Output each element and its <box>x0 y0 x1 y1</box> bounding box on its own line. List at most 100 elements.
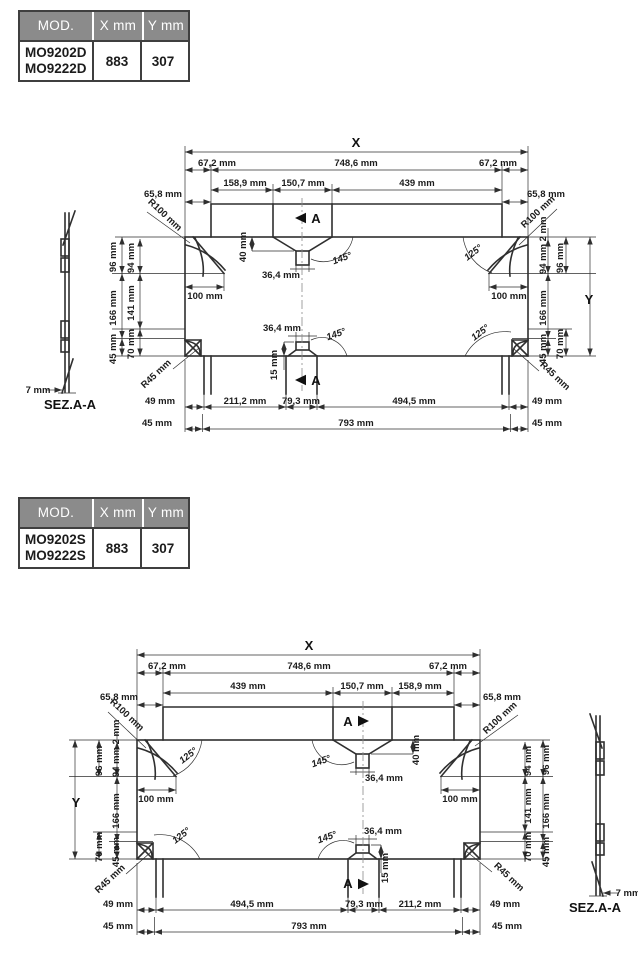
dim-49-left: 49 mm <box>103 899 133 910</box>
dim-96-right: 96 mm <box>541 745 552 775</box>
model-name-1: MO9202S <box>25 532 86 547</box>
dim-793-center: 79,3 mm <box>345 899 383 910</box>
dim-x-total: X <box>305 638 314 653</box>
dim-2: 2 mm <box>538 217 549 242</box>
spec-table-header: MOD. X mm Y mm <box>20 499 188 527</box>
spec-table-d-models: MOD. X mm Y mm MO9202D MO9222D 883 307 <box>18 10 190 82</box>
dim-793-total: 793 mm <box>291 921 326 932</box>
dim-49-left: 49 mm <box>145 396 175 407</box>
dim-7-thickness: 7 mm <box>616 888 638 899</box>
y-value: 307 <box>140 529 184 567</box>
angle-125-lower: 125° <box>469 323 491 344</box>
section-marker-a-lower: A <box>311 373 321 388</box>
x-value: 883 <box>92 42 140 80</box>
dim-439: 439 mm <box>230 681 265 692</box>
model-names: MO9202D MO9222D <box>20 42 92 80</box>
dim-2: 2 mm <box>111 720 122 745</box>
section-label: SEZ.A-A <box>44 397 97 412</box>
dim-166-right: 166 mm <box>538 290 549 325</box>
col-header-x: X mm <box>94 499 142 527</box>
dim-x-total: X <box>352 135 361 150</box>
dim-658-left: 65,8 mm <box>144 189 182 200</box>
col-header-x: X mm <box>94 12 142 40</box>
angle-125-upper: 125° <box>177 746 199 767</box>
dim-1507: 150,7 mm <box>281 178 324 189</box>
dim-364-upper: 36,4 mm <box>262 270 300 281</box>
dim-40: 40 mm <box>411 735 422 765</box>
dim-y-total: Y <box>585 292 594 307</box>
dim-49-right: 49 mm <box>490 899 520 910</box>
dim-100-left: 100 mm <box>138 794 173 805</box>
col-header-mod: MOD. <box>20 12 92 40</box>
dim-364-upper: 36,4 mm <box>365 773 403 784</box>
dim-45-left: 45 mm <box>108 334 119 364</box>
section-arrow-lower-icon <box>295 374 306 386</box>
section-arrow-upper-icon <box>295 212 306 224</box>
dim-45-bottom-right: 45 mm <box>492 921 522 932</box>
model-names: MO9202S MO9222S <box>20 529 92 567</box>
dim-7486: 748,6 mm <box>287 661 330 672</box>
spec-table-header: MOD. X mm Y mm <box>20 12 188 40</box>
section-marker-a-upper: A <box>311 211 321 226</box>
plan-drawing-linework <box>46 146 596 432</box>
dim-94-left: 94 mm <box>111 747 122 777</box>
angle-145-upper: 145° <box>310 753 332 770</box>
radius-r45-left: R45 mm <box>139 358 174 391</box>
dim-70-right: 70 mm <box>555 329 566 359</box>
dim-658-right: 65,8 mm <box>483 692 521 703</box>
dim-100-left: 100 mm <box>187 291 222 302</box>
section-arrow-lower-icon <box>358 878 369 890</box>
dim-439: 439 mm <box>399 178 434 189</box>
labels-bottom-drawing: X 67,2 mm 748,6 mm 67,2 mm 439 mm 150,7 … <box>72 638 638 932</box>
dim-45-right: 45 mm <box>541 837 552 867</box>
angle-125-lower: 125° <box>170 826 192 847</box>
dim-15: 15 mm <box>380 853 391 883</box>
dim-94-left: 94 mm <box>126 243 137 273</box>
dim-1589: 158,9 mm <box>223 178 266 189</box>
dim-94-right: 94 mm <box>523 746 534 776</box>
dim-672-right: 67,2 mm <box>479 158 517 169</box>
dim-70-left: 70 mm <box>126 329 137 359</box>
section-marker-a-upper: A <box>343 714 353 729</box>
dim-7486: 748,6 mm <box>334 158 377 169</box>
dim-96-left: 96 mm <box>94 746 105 776</box>
section-marker-a-lower: A <box>343 876 353 891</box>
dim-166-left: 166 mm <box>108 290 119 325</box>
dim-166-right: 166 mm <box>541 793 552 828</box>
dim-672-left: 67,2 mm <box>198 158 236 169</box>
dim-40: 40 mm <box>238 232 249 262</box>
dim-45-right: 45 mm <box>538 334 549 364</box>
dim-y-total: Y <box>72 795 81 810</box>
radius-r45-right: R45 mm <box>491 861 526 894</box>
dim-4945: 494,5 mm <box>392 396 435 407</box>
dim-15: 15 mm <box>269 350 280 380</box>
spec-table-row: MO9202S MO9222S 883 307 <box>20 527 188 567</box>
dim-70-right: 70 mm <box>523 832 534 862</box>
dim-1507: 150,7 mm <box>340 681 383 692</box>
dim-672-left: 67,2 mm <box>148 661 186 672</box>
dim-141-left: 141 mm <box>126 285 137 320</box>
dim-49-right: 49 mm <box>532 396 562 407</box>
dim-2112: 211,2 mm <box>399 899 442 910</box>
dim-100-right: 100 mm <box>491 291 526 302</box>
dim-658-left: 65,8 mm <box>100 692 138 703</box>
dim-658-right: 65,8 mm <box>527 189 565 200</box>
dim-45-bottom-right: 45 mm <box>532 418 562 429</box>
x-value: 883 <box>92 529 140 567</box>
dim-1589: 158,9 mm <box>398 681 441 692</box>
dim-4945: 494,5 mm <box>230 899 273 910</box>
spec-table-s-models: MOD. X mm Y mm MO9202S MO9222S 883 307 <box>18 497 190 569</box>
radius-r45-right: R45 mm <box>537 360 572 393</box>
col-header-y: Y mm <box>144 12 188 40</box>
col-header-y: Y mm <box>144 499 188 527</box>
angle-145-lower: 145° <box>316 829 338 846</box>
dim-364-lower: 36,4 mm <box>263 323 301 334</box>
angle-145-upper: 145° <box>331 250 353 267</box>
dim-45-bottom-left: 45 mm <box>103 921 133 932</box>
dim-70-left: 70 mm <box>94 832 105 862</box>
model-name-1: MO9202D <box>25 45 87 60</box>
angle-145-lower: 145° <box>325 326 347 343</box>
dim-96-left: 96 mm <box>108 242 119 272</box>
dim-793-center: 79,3 mm <box>282 396 320 407</box>
